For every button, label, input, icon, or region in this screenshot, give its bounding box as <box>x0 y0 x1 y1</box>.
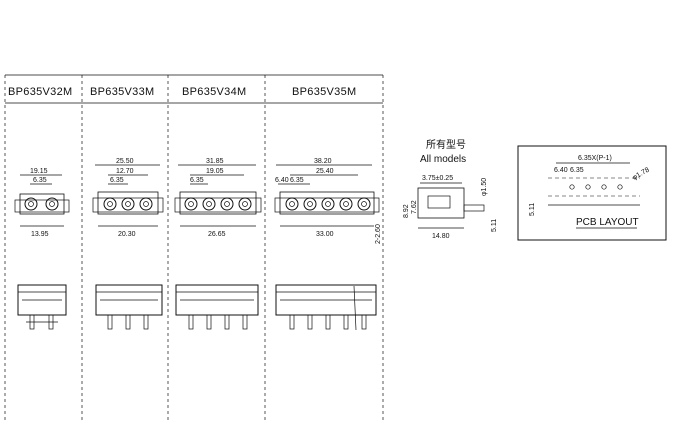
dim-width-3: 26.65 <box>208 231 226 238</box>
dim-pitch2-2: 6.35 <box>110 177 124 184</box>
side-title-cn: 所有型号 <box>426 138 466 151</box>
pcb-frame <box>517 145 667 241</box>
model-4-top-view: 38.20 25.40 6.40 6.35 33.00 2-2.60 <box>274 158 382 244</box>
dim-pitch-2: 12.70 <box>116 168 134 175</box>
dim-width-4: 33.00 <box>316 231 334 238</box>
connector-body-2 <box>97 191 159 215</box>
side-title-en: All models <box>420 154 466 165</box>
dim-pitch-1: 6.35 <box>33 177 47 184</box>
front-view-4 <box>275 284 377 316</box>
connector-body-3 <box>179 191 257 215</box>
side-view: 所有型号 All models 3.75±0.25 φ1.50 8.92 7.6… <box>403 138 498 240</box>
dim-width-2: 20.30 <box>118 231 136 238</box>
pcb-holes <box>569 184 623 190</box>
dim-height-label: 2-2.60 <box>375 224 382 244</box>
dim-pitch-total-2: 25.50 <box>116 158 134 165</box>
front-view-1 <box>17 284 67 316</box>
dim-pin-length: 5.11 <box>491 219 498 232</box>
dim-pitch-total-1: 19.15 <box>30 168 48 175</box>
dim-pitch-3: 19.05 <box>206 168 224 175</box>
model-2-top-view: 25.50 12.70 6.35 20.30 <box>92 158 164 238</box>
dim-depth: 14.80 <box>432 233 450 240</box>
dim-pitch2-3: 6.35 <box>190 177 204 184</box>
front-views <box>17 284 377 331</box>
dim-pitch-total-3: 31.85 <box>206 158 224 165</box>
front-view-2 <box>95 284 163 316</box>
dim-pitch2-4: 6.40 <box>275 177 289 184</box>
pcb-pitch-formula: 6.35X(P-1) <box>578 155 612 162</box>
model-1-top-view: 19.15 6.35 13.95 <box>14 168 70 238</box>
dim-pitch-4: 25.40 <box>316 168 334 175</box>
dim-pitch3-4: 6.35 <box>290 177 304 184</box>
pcb-offset-1: 6.40 <box>554 167 568 174</box>
dim-pitch-total-4: 38.20 <box>314 158 332 165</box>
dim-pin-diameter: φ1.50 <box>481 178 488 196</box>
dim-height-2: 7.62 <box>411 200 418 214</box>
pcb-height: 5.11 <box>529 203 536 216</box>
model-name-4: BP635V35M <box>292 86 356 98</box>
dim-width-1: 13.95 <box>31 231 49 238</box>
pcb-offset-2: 6.35 <box>570 167 584 174</box>
pcb-hole-diameter: φ1.78 <box>632 167 651 182</box>
pcb-layout: 6.35X(P-1) 6.40 6.35 φ1.78 5.11 PCB LAYO… <box>517 145 667 241</box>
model-3-top-view: 31.85 19.05 6.35 26.65 <box>174 158 262 238</box>
model-name-1: BP635V32M <box>8 86 72 98</box>
front-view-3 <box>175 284 259 316</box>
dim-top: 3.75±0.25 <box>422 175 453 182</box>
side-body <box>417 187 465 219</box>
model-table: BP635V32M BP635V33M BP635V34M BP635V35M <box>4 74 384 420</box>
dim-height-1: 8.92 <box>403 204 410 218</box>
connector-body-1 <box>19 193 65 215</box>
model-name-3: BP635V34M <box>182 86 246 98</box>
model-name-2: BP635V33M <box>90 86 154 98</box>
pcb-title: PCB LAYOUT <box>576 217 639 228</box>
